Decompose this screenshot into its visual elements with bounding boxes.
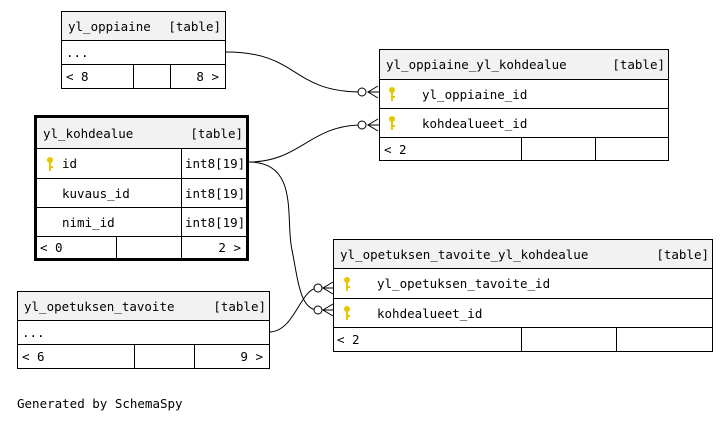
table-row: id int8[19] xyxy=(37,149,246,179)
table-name: yl_opetuksen_tavoite_yl_kohdealue xyxy=(340,246,589,262)
column-name: kohdealueet_id xyxy=(377,305,483,321)
table-footer: < 2 xyxy=(380,138,668,160)
table-row: kohdealueet_id xyxy=(334,299,712,328)
link-tavoite-to-junction xyxy=(268,287,319,333)
table-row: nimi_id int8[19] xyxy=(37,208,246,237)
list-item: ... xyxy=(62,41,225,65)
ellipsis: ... xyxy=(22,325,45,340)
column-name: kohdealueet_id xyxy=(422,115,528,131)
list-item: ... xyxy=(18,321,269,345)
table-row: kohdealueet_id xyxy=(380,109,668,138)
table-row: yl_oppiaine_id xyxy=(380,80,668,109)
crowfoot-marker xyxy=(367,85,379,99)
column-type: int8[19] xyxy=(181,149,246,178)
optional-marker xyxy=(357,87,367,97)
link-kohdealue-to-tavoite-junction xyxy=(248,161,319,311)
table-kind: [table] xyxy=(168,18,221,34)
child-count: 8 > xyxy=(170,65,225,88)
generated-by-text: Generated by SchemaSpy xyxy=(17,396,183,411)
table-yl-oppiaine-yl-kohdealue[interactable]: yl_oppiaine_yl_kohdealue [table] yl_oppi… xyxy=(379,49,669,161)
table-yl-opetuksen-tavoite[interactable]: yl_opetuksen_tavoite [table] ... < 6 9 > xyxy=(17,291,270,369)
key-icon xyxy=(343,269,351,298)
parent-count: < 2 xyxy=(337,332,360,347)
footer-divider xyxy=(133,65,170,88)
column-name: nimi_id xyxy=(62,214,115,230)
table-header: yl_kohdealue [table] xyxy=(37,118,246,149)
column-name: id xyxy=(62,156,78,171)
column-name: kuvaus_id xyxy=(62,185,130,201)
key-icon xyxy=(46,149,54,178)
parent-count: < 0 xyxy=(40,240,63,255)
key-icon xyxy=(343,299,351,327)
parent-count: < 2 xyxy=(384,141,407,157)
table-header: yl_oppiaine [table] xyxy=(62,12,225,41)
table-header: yl_opetuksen_tavoite_yl_kohdealue [table… xyxy=(334,240,712,269)
column-type: int8[19] xyxy=(181,208,246,236)
crowfoot-marker xyxy=(322,303,334,317)
table-yl-kohdealue[interactable]: yl_kohdealue [table] id int8[19] kuvaus_… xyxy=(34,115,249,261)
footer-divider xyxy=(521,328,616,351)
table-footer: < 2 xyxy=(334,328,712,351)
child-count: 9 > xyxy=(194,345,269,368)
footer-divider xyxy=(134,345,194,368)
key-icon xyxy=(388,80,396,108)
table-name: yl_oppiaine_yl_kohdealue xyxy=(386,57,567,72)
key-icon xyxy=(388,109,396,137)
table-footer: < 8 8 > xyxy=(62,65,225,88)
child-count xyxy=(616,328,712,351)
table-yl-oppiaine[interactable]: yl_oppiaine [table] ... < 8 8 > xyxy=(61,11,226,89)
optional-marker xyxy=(313,283,323,293)
table-name: yl_opetuksen_tavoite xyxy=(24,298,175,314)
column-name: yl_opetuksen_tavoite_id xyxy=(377,276,551,291)
table-name: yl_oppiaine xyxy=(68,18,151,34)
table-kind: [table] xyxy=(190,125,243,141)
table-yl-opetuksen-tavoite-yl-kohdealue[interactable]: yl_opetuksen_tavoite_yl_kohdealue [table… xyxy=(333,239,713,352)
footer-divider xyxy=(116,237,181,258)
child-count: 2 > xyxy=(181,237,246,258)
table-name: yl_kohdealue xyxy=(43,125,134,141)
footer-divider xyxy=(521,138,595,160)
table-kind: [table] xyxy=(213,298,266,314)
column-type: int8[19] xyxy=(181,179,246,207)
table-header: yl_opetuksen_tavoite [table] xyxy=(18,292,269,321)
column-name: yl_oppiaine_id xyxy=(422,86,528,102)
ellipsis: ... xyxy=(66,45,89,60)
link-kohdealue-to-junction xyxy=(248,124,363,163)
child-count xyxy=(595,138,668,160)
parent-count: < 8 xyxy=(66,69,89,84)
table-kind: [table] xyxy=(656,246,709,262)
link-oppiaine-to-junction xyxy=(225,51,363,93)
table-footer: < 0 2 > xyxy=(37,237,246,258)
table-kind: [table] xyxy=(612,57,665,72)
crowfoot-marker xyxy=(367,118,379,132)
optional-marker xyxy=(313,305,323,315)
table-footer: < 6 9 > xyxy=(18,345,269,368)
table-header: yl_oppiaine_yl_kohdealue [table] xyxy=(380,50,668,80)
table-row: kuvaus_id int8[19] xyxy=(37,179,246,208)
optional-marker xyxy=(357,120,367,130)
table-row: yl_opetuksen_tavoite_id xyxy=(334,269,712,299)
crowfoot-marker xyxy=(322,281,334,295)
parent-count: < 6 xyxy=(22,349,45,364)
